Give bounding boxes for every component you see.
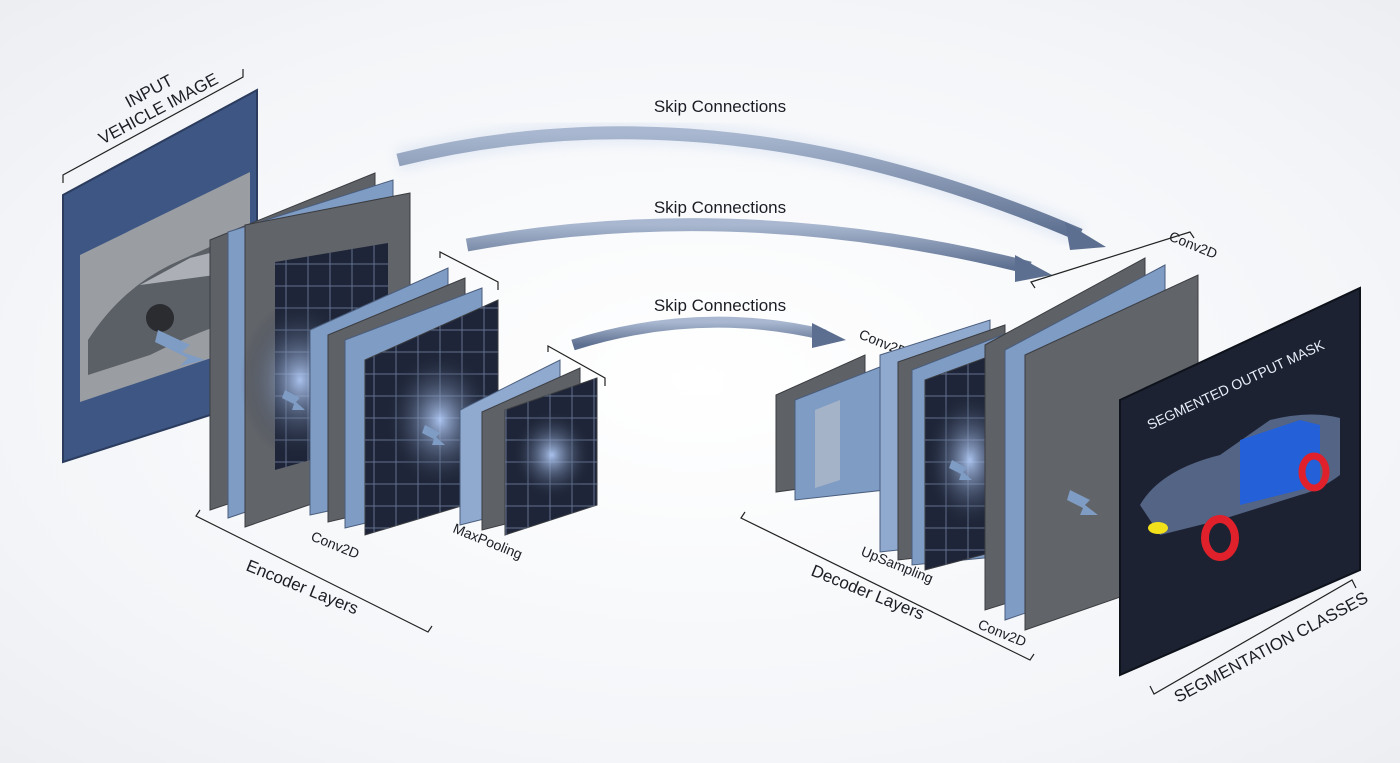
maxpooling-block (459, 359, 598, 536)
skip-connection-arrow-3 (571, 316, 846, 351)
rear-wheel-mask (1298, 452, 1330, 492)
input-image-panel (62, 88, 258, 464)
output-bracket (1149, 579, 1357, 695)
skip-connections-label-2: Skip Connections (654, 198, 786, 217)
encoder-layers-label: Encoder Layers (244, 556, 362, 618)
decoder-conv2d-top-label: Conv2D (1167, 228, 1220, 262)
decoder-conv-block-small (775, 354, 886, 501)
flow-arrow-icon (282, 390, 305, 410)
flow-arrow-icon (422, 425, 445, 445)
input-bracket (62, 69, 244, 183)
skip-connections-label-1: Skip Connections (654, 97, 786, 116)
decoder-bracket (740, 511, 1035, 661)
decoder-conv2d-bottom-label: Conv2D (976, 616, 1029, 650)
encoder-conv2d-label: Conv2D (309, 528, 362, 562)
encoder-bracket (195, 509, 433, 633)
car-mask-doors (1240, 420, 1320, 505)
flow-arrow-icon (949, 460, 972, 480)
flow-arrow-icon (847, 440, 870, 460)
headlight-mask (1148, 522, 1168, 534)
front-wheel-mask (1201, 515, 1239, 561)
skip-connections-label-3: Skip Connections (654, 296, 786, 315)
skip-connection-arrow-1 (395, 121, 1106, 250)
flow-arrow-icon (1067, 490, 1098, 515)
skip-connection-arrow-2 (465, 218, 1052, 282)
output-mask-panel (1119, 286, 1361, 677)
input-arrow-icon (155, 330, 205, 366)
